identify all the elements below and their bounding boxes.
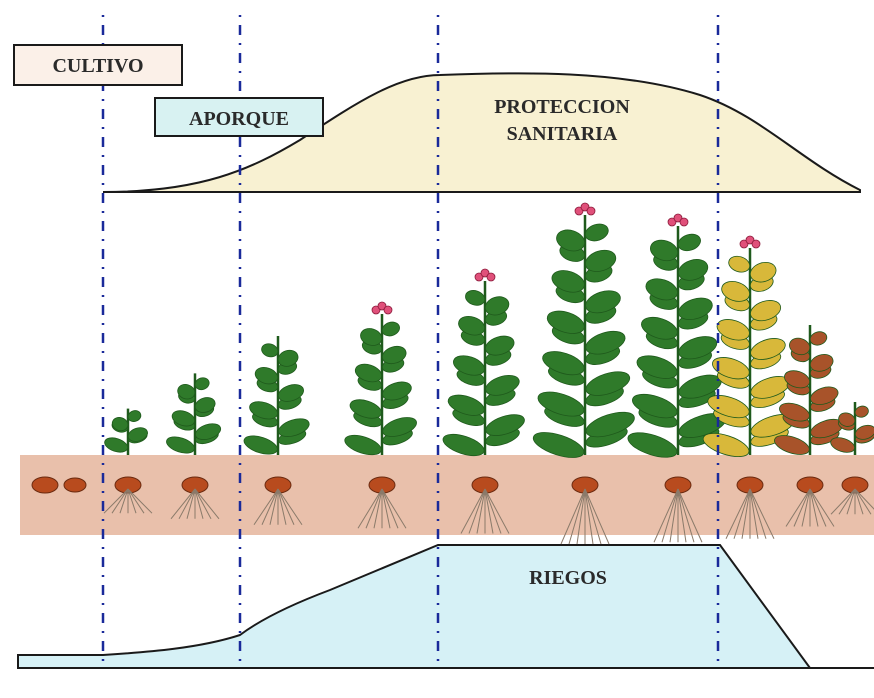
proteccion-label-line1: PROTECCION: [494, 96, 630, 118]
plant-leaf: [164, 434, 196, 457]
plant-leaf: [808, 330, 828, 348]
plant-leaf: [260, 342, 280, 359]
plant-leaf: [242, 432, 280, 458]
cultivo-label-box: CULTIVO: [14, 45, 182, 85]
plant-flower: [384, 306, 392, 314]
plant-flower: [752, 240, 760, 248]
tuber: [64, 478, 86, 492]
plant-leaf: [103, 435, 130, 455]
plant-leaf: [727, 254, 752, 275]
plant-leaf: [483, 294, 511, 318]
aporque-label: APORQUE: [189, 108, 289, 130]
plant-leaf: [676, 231, 703, 253]
plant-leaf: [464, 288, 487, 308]
proteccion-label-line2: SANITARIA: [507, 123, 618, 145]
plant-leaf: [456, 313, 487, 338]
riegos-label: RIEGOS: [529, 567, 607, 589]
plant-leaf: [380, 320, 401, 338]
plant-flower: [587, 207, 595, 215]
plant-leaf: [483, 333, 516, 359]
plant-flower: [487, 273, 495, 281]
plant-leaf: [342, 431, 383, 458]
plant-flower: [680, 218, 688, 226]
soil-band: [20, 455, 874, 535]
cultivo-label: CULTIVO: [52, 55, 143, 77]
tuber: [32, 477, 58, 493]
riegos-area: [18, 545, 810, 668]
aporque-label-box: APORQUE: [155, 98, 323, 136]
plant-leaf: [583, 221, 610, 243]
